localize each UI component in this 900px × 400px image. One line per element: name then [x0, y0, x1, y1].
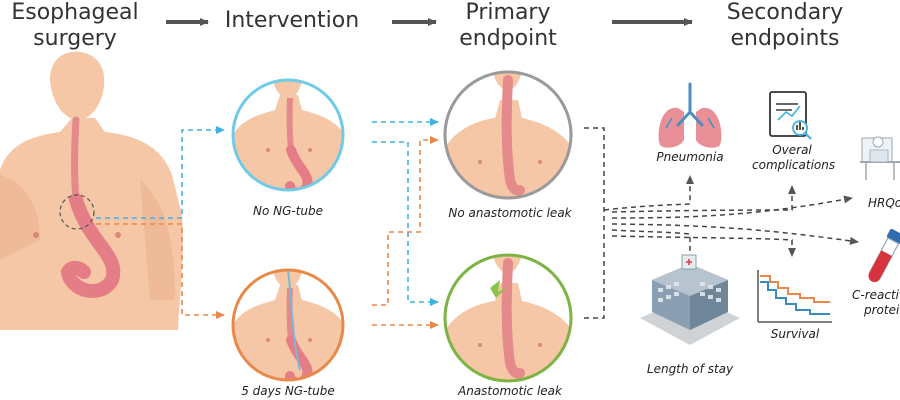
label-overal-complications: Overal complications	[752, 143, 836, 172]
patient-torso-illustration	[0, 51, 183, 330]
leak-illustration	[443, 253, 573, 383]
blood-tube-icon	[868, 228, 900, 283]
label-hrqol: HRQoL	[868, 196, 900, 210]
lungs-icon	[658, 82, 722, 148]
label-c-reactive-protein: C-reactive protein	[852, 288, 900, 317]
report-icon	[769, 91, 812, 140]
intervention-connectors	[372, 118, 439, 329]
header-surgery: Esophageal surgery	[11, 0, 139, 51]
survival-curve-icon	[757, 270, 832, 323]
torso-connectors	[96, 126, 225, 319]
leak-splash-icon	[490, 280, 508, 298]
header-primary-endpoint: Primary endpoint	[459, 0, 557, 51]
no-ng-tube-illustration	[231, 78, 345, 192]
label-no-anastomotic-leak: No anastomotic leak	[448, 206, 572, 220]
no-leak-illustration	[443, 70, 573, 200]
label-no-ng-tube: No NG-tube	[252, 204, 324, 218]
label-pneumonia: Pneumonia	[656, 150, 724, 164]
label-length-of-stay: Length of stay	[646, 362, 734, 376]
ng-tube-illustration	[231, 268, 345, 382]
hospital-icon	[640, 254, 740, 345]
header-secondary-endpoints: Secondary endpoints	[726, 0, 844, 51]
label-survival: Survival	[770, 327, 820, 341]
primary-connectors	[584, 127, 859, 319]
label-anastomotic-leak: Anastomotic leak	[458, 384, 562, 398]
label-ng-tube: 5 days NG-tube	[241, 384, 335, 398]
questionnaire-icon	[860, 136, 900, 180]
header-intervention: Intervention	[224, 8, 360, 33]
